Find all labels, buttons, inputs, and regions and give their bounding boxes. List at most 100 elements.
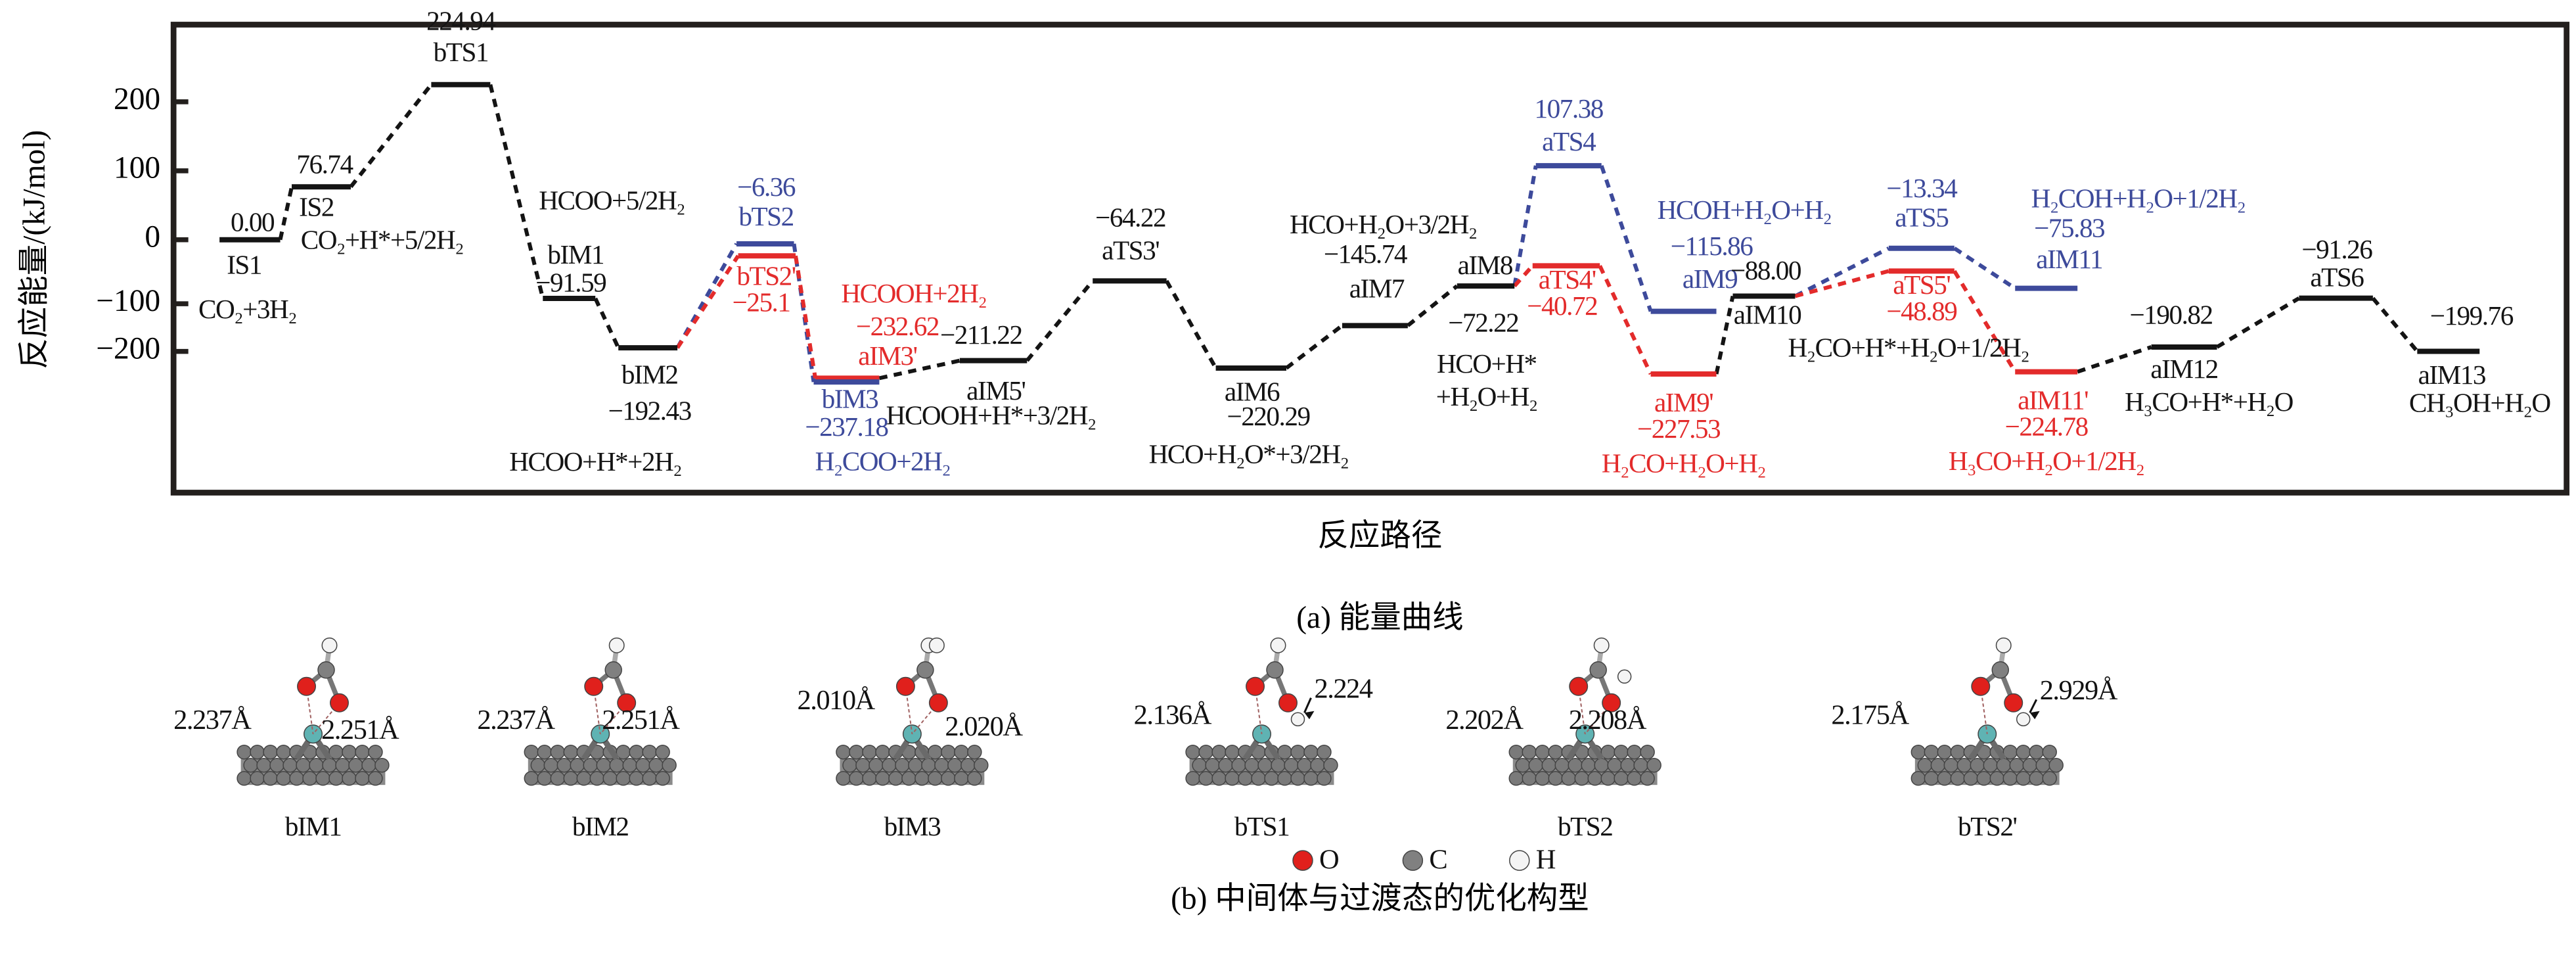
carbon-atom [602, 770, 618, 786]
level-species-IS2: CO₂+H*+5/2H₂ [301, 225, 463, 255]
connector-aIM5p-aTS3p [1025, 279, 1095, 362]
graphene-sheet [1910, 744, 2064, 786]
carbon-atom [1917, 757, 1933, 773]
carbon-atom [1225, 744, 1240, 760]
level-value-aTS4: 107.38 [1535, 93, 1604, 124]
carbon-atom [1198, 770, 1213, 786]
carbon-atom [315, 770, 330, 786]
carbon-atom [1924, 744, 1939, 760]
carbon-atom [524, 770, 539, 786]
connector-bTS1-bIM1 [488, 84, 545, 299]
y-tick-label: 100 [114, 151, 160, 185]
carbon-atom [1284, 757, 1299, 773]
carbon-atom [954, 770, 969, 786]
carbon-atom [2042, 744, 2057, 760]
carbon-atom [1937, 770, 1953, 786]
level-name-aIM11p: aIM11' [2018, 385, 2088, 415]
carbon-atom [1303, 744, 1319, 760]
level-species-aIM9p: H₂CO+H₂O+H₂ [1602, 448, 1766, 478]
carbon-atom [1581, 757, 1596, 773]
level-name-aTS4: aTS4 [1542, 126, 1596, 156]
arrow-line [2029, 699, 2038, 713]
level-name-aIM9: aIM9 [1683, 264, 1737, 294]
level-name-bIM1: bIM1 [547, 239, 604, 269]
carbon-atom [888, 770, 903, 786]
connector-aIM7-aIM8 [1406, 284, 1458, 327]
carbon-atom [530, 757, 546, 773]
level-name-aIM5p: aIM5' [966, 375, 1025, 406]
level-name-aIM11: aIM11 [2036, 244, 2102, 274]
carbon-atom [250, 770, 265, 786]
level-value-bTS2: −6.36 [737, 172, 796, 202]
level-species-aIM13: CH₃OH+H₂O [2409, 387, 2551, 417]
carbon-atom [237, 770, 252, 786]
carbon-atom [1561, 770, 1576, 786]
level-species-aIM9: HCOH+H₂O+H₂ [1658, 195, 1832, 225]
carbon-atom [1508, 770, 1524, 786]
carbon-atom [1620, 757, 1635, 773]
level-name-aTS3p: aTS3' [1102, 235, 1159, 265]
bond-distance: 2.202Å [1445, 705, 1524, 736]
carbon-atom [875, 744, 890, 760]
carbon-atom [269, 757, 284, 773]
carbon-atom [2029, 770, 2044, 786]
level-value-aIM9: −115.86 [1671, 231, 1753, 261]
carbon-atom [1535, 744, 1550, 760]
carbon-atom [1970, 757, 1985, 773]
carbon-atom [1257, 757, 1273, 773]
level-value-aIM3p: −232.62 [856, 311, 939, 341]
level-value-aTS5: −13.34 [1886, 173, 1957, 203]
hydrogen-atom [321, 637, 338, 653]
level-value-aIM8: −72.22 [1448, 308, 1518, 338]
carbon-atom [589, 770, 604, 786]
carbon-atom [1297, 757, 1312, 773]
carbon-atom [2029, 744, 2044, 760]
hydrogen-atom [608, 637, 625, 653]
carbon-atom [322, 757, 337, 773]
carbon-atom [862, 744, 877, 760]
graphene-sheet [237, 744, 390, 786]
carbon-atom [1991, 661, 2009, 679]
carbon-atom [642, 744, 657, 760]
carbon-atom [524, 744, 539, 760]
carbon-atom [655, 770, 670, 786]
carbon-atom [1548, 770, 1563, 786]
carbon-atom [1238, 770, 1253, 786]
carbon-atom [1185, 744, 1200, 760]
level-species-aIM6: HCO+H₂O*+3/2H₂ [1149, 438, 1349, 469]
carbon-atom [563, 744, 578, 760]
energy-levels [219, 82, 2480, 385]
level-value-aTS3p: −64.22 [1095, 202, 1165, 232]
carbon-atom [2022, 757, 2037, 773]
oxygen-atom [584, 676, 604, 696]
carbon-atom [1640, 770, 1655, 786]
carbon-atom [1528, 757, 1543, 773]
carbon-atom [916, 661, 934, 679]
carbon-atom [869, 757, 884, 773]
level-value-aIM6: −220.29 [1227, 401, 1309, 431]
carbon-atom [954, 744, 969, 760]
carbon-atom [543, 757, 559, 773]
carbon-atom [243, 757, 258, 773]
level-name-bTS2p: bTS2' [736, 261, 795, 291]
carbon-atom [1198, 744, 1213, 760]
connector-aIM9p-aIM10 [1714, 295, 1735, 375]
carbon-atom [2048, 757, 2064, 773]
level-value-bTS1: 224.94 [426, 6, 495, 36]
connector-IS2-bTS1 [349, 83, 433, 189]
carbon-atom [2016, 744, 2031, 760]
level-value-aTS6: −91.26 [2301, 234, 2372, 264]
level-species-aIM11: H₂COH+H₂O+1/2H₂ [2031, 183, 2246, 214]
bond-distance: 2.224 [1314, 674, 1372, 705]
level-value-aIM12: −190.82 [2130, 299, 2213, 329]
carbon-atom [2035, 757, 2050, 773]
bond-distance: 2.136Å [1134, 700, 1212, 731]
level-name-bIM2: bIM2 [621, 360, 678, 390]
level-name-aTS4p: aTS4' [1539, 264, 1596, 294]
